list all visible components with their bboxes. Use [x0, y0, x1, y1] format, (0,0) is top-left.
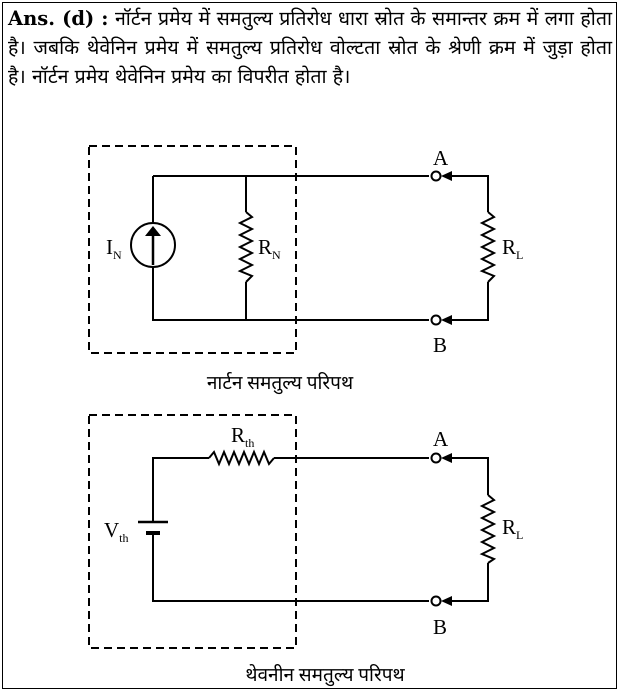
norton-terminal-b-icon — [430, 314, 442, 326]
current-arrow-head — [145, 226, 161, 236]
norton-caption: नार्टन समतुल्य परिपथ — [207, 371, 354, 395]
thevenin-arrow-a-icon — [441, 453, 452, 463]
thevenin-caption: थेवनीन समतुल्य परिपथ — [245, 663, 405, 687]
thevenin-circuit: Vth Rth RL A B थेवनीन समतुल्य परिपथ — [88, 414, 523, 687]
thevenin-terminal-b-icon — [430, 595, 442, 607]
norton-resistor-icon — [237, 211, 255, 283]
thevenin-terminal-b-label: B — [433, 615, 447, 639]
norton-terminal-a-label: A — [433, 146, 449, 170]
norton-load-resistor-icon — [479, 211, 497, 283]
thevenin-source-label: Vth — [104, 518, 129, 545]
thevenin-wires — [152, 457, 489, 602]
norton-arrow-b-icon — [441, 315, 452, 325]
norton-resistor-label: RN — [258, 235, 281, 262]
norton-source-label: IN — [106, 235, 122, 262]
answer-text: Ans. (d) : नॉर्टन प्रमेय में समतुल्य प्र… — [8, 4, 612, 91]
norton-terminal-b-label: B — [433, 333, 447, 357]
thevenin-load-resistor-icon — [479, 494, 497, 564]
norton-circuit: IN RN RL A B नार्टन समतुल्य परिपथ — [88, 145, 523, 395]
thevenin-terminal-a-label: A — [433, 427, 449, 451]
thevenin-terminal-a-icon — [430, 452, 442, 464]
thevenin-resistor-label: Rth — [231, 423, 254, 450]
norton-terminal-a-icon — [430, 170, 442, 182]
answer-body: नॉर्टन प्रमेय में समतुल्य प्रतिरोध धारा … — [8, 7, 612, 88]
thevenin-arrow-b-icon — [441, 596, 452, 606]
thevenin-resistor-icon — [208, 449, 275, 467]
thevenin-load-label: RL — [502, 515, 523, 542]
answer-label: Ans. (d) : — [8, 7, 109, 30]
norton-wires — [152, 175, 489, 321]
norton-load-label: RL — [502, 235, 523, 262]
norton-arrow-a-icon — [441, 171, 452, 181]
